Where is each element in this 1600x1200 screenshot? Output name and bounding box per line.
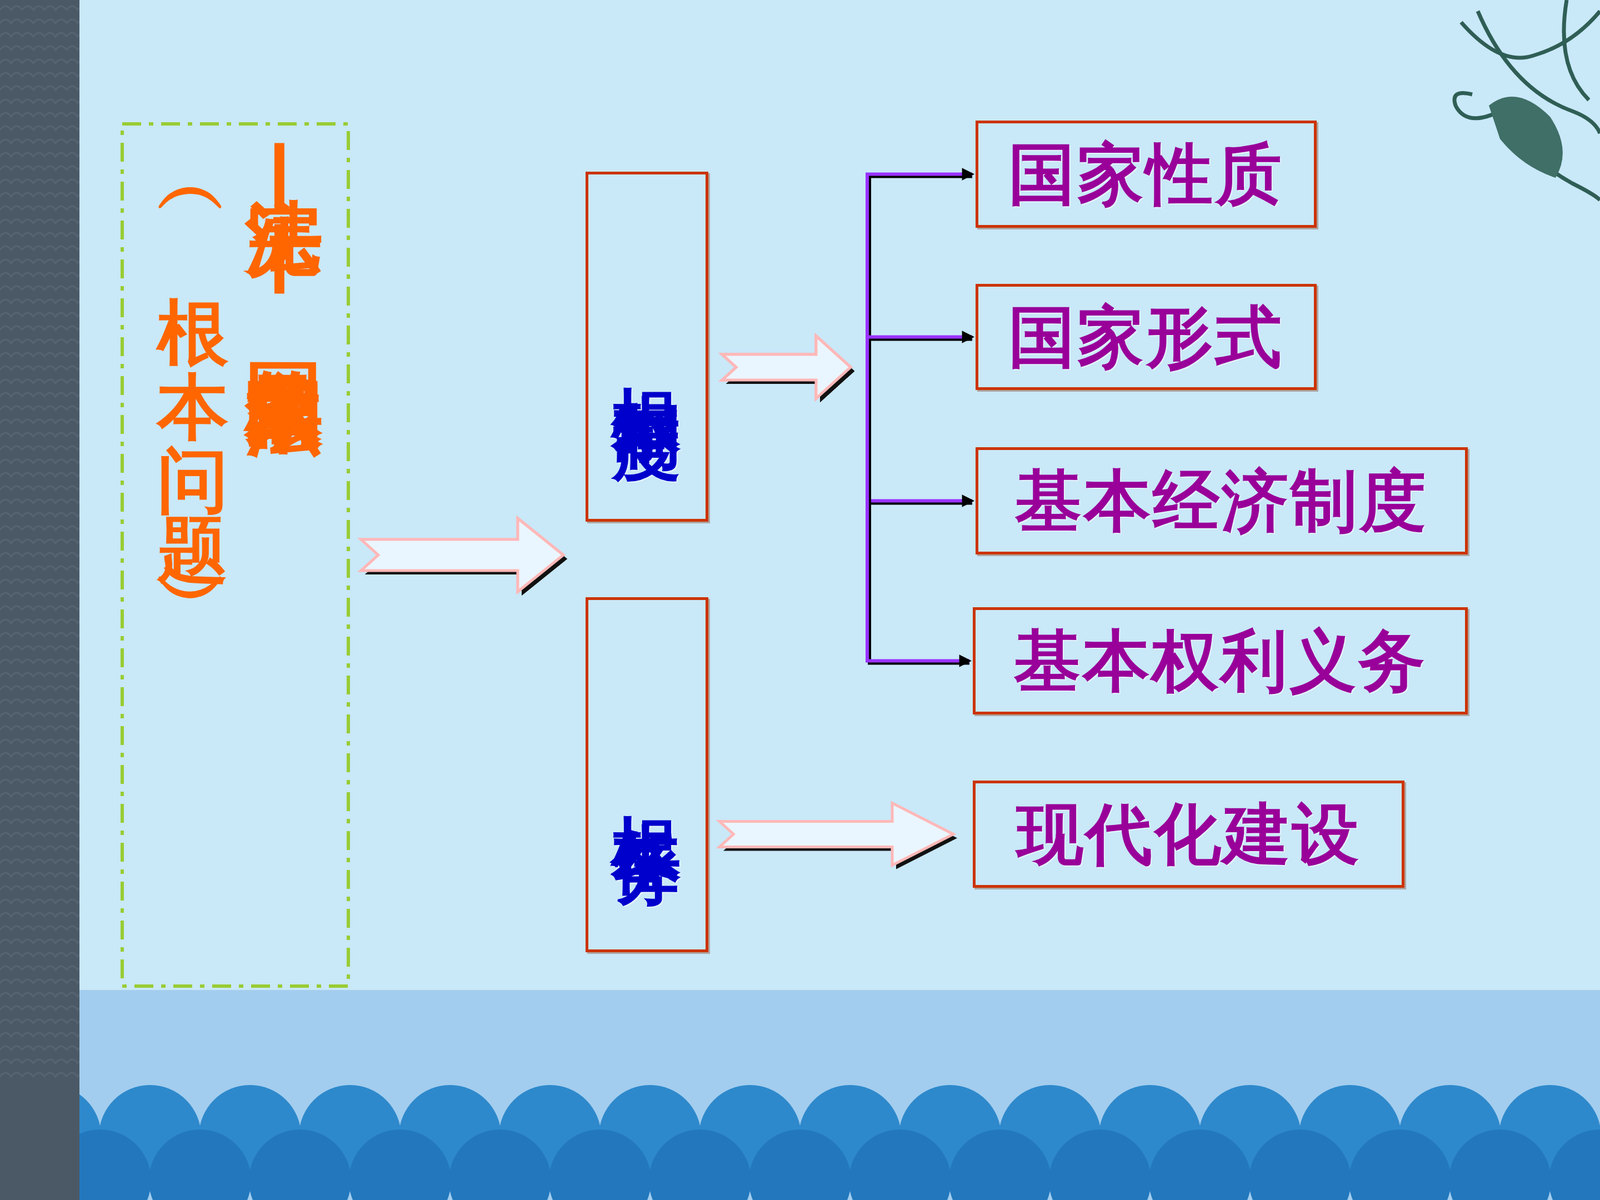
item-box: 现代化建设 (972, 780, 1405, 888)
scallop-row (0, 1083, 1600, 1200)
node-label: 宪法——国家的根本法 (240, 132, 324, 322)
arrow-shadow (726, 340, 855, 403)
bracket-line (867, 367, 970, 662)
arrow-shadow (726, 340, 855, 403)
hollow-arrow (722, 336, 851, 399)
node-sublabel: （根本问题） (145, 166, 229, 607)
arrow-shadow (365, 522, 568, 596)
node-label: 根本制度 (612, 331, 682, 363)
bracket-line (867, 367, 973, 502)
arrow-shadow (723, 807, 958, 870)
bracket-shadow (869, 369, 973, 504)
ornament-stroke (1563, 0, 1589, 100)
bird-body (1488, 96, 1563, 178)
stripe-pattern (0, 0, 80, 1084)
side-stripe (0, 0, 80, 1200)
bracket-line (867, 174, 973, 368)
arrow-shadow (726, 340, 855, 403)
dash-dot-border (122, 123, 349, 987)
connector (722, 330, 975, 403)
connector (722, 167, 975, 403)
node-label: 国家形式 (1008, 303, 1284, 371)
category-box: 根本制度 (585, 171, 709, 522)
connector (722, 336, 972, 668)
arrow-head (959, 654, 972, 667)
node-label: 现代化建设 (1016, 801, 1362, 868)
item-box: 国家形式 (975, 283, 1317, 390)
node-label: 基本经济制度 (1015, 467, 1429, 535)
connector (361, 518, 568, 596)
node-label: 国家性质 (1008, 141, 1284, 208)
scallop-row (0, 1127, 1600, 1200)
hollow-arrow (722, 336, 851, 399)
hollow-arrow (722, 336, 851, 399)
arrow-head (962, 494, 975, 507)
item-box: 基本经济制度 (975, 447, 1468, 555)
bracket-shadow (869, 339, 973, 370)
title-frame: 宪法——国家的根本法（根本问题） (120, 122, 350, 988)
arrow-shadow (726, 340, 855, 403)
arrow-head (962, 167, 975, 180)
bracket-line (867, 337, 973, 368)
category-box: 根本任务 (585, 597, 709, 953)
item-box: 基本权利义务 (972, 607, 1468, 715)
bird-ornament (1454, 0, 1600, 200)
hollow-arrow (719, 803, 954, 866)
item-box: 国家性质 (975, 120, 1317, 228)
node-label: 根本任务 (612, 759, 682, 791)
connector (722, 336, 975, 508)
arrow-head (962, 330, 975, 343)
hollow-arrow (361, 518, 564, 592)
hollow-arrow (361, 518, 564, 592)
connector (361, 518, 568, 596)
sea-band (0, 990, 1600, 1200)
connector (719, 803, 958, 870)
bracket-shadow (869, 369, 970, 664)
arrow-shadow (365, 522, 568, 596)
hollow-arrow (722, 336, 851, 399)
node-label: 基本权利义务 (1013, 627, 1428, 695)
bracket-shadow (869, 176, 973, 370)
